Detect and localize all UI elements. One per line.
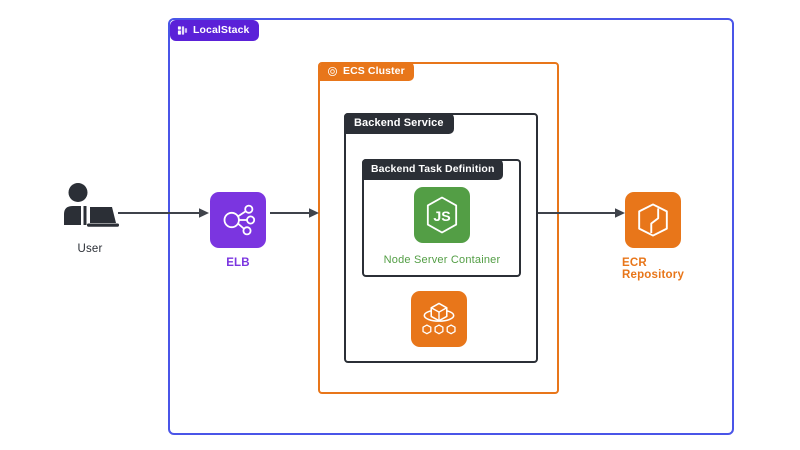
ecr-cube-icon <box>625 192 681 248</box>
ecs-cluster-icon <box>327 66 338 77</box>
arrow-user-to-elb <box>118 206 210 225</box>
user-laptop-icon <box>59 182 121 230</box>
localstack-label: LocalStack <box>193 24 250 37</box>
ecs-cluster-boundary <box>318 62 559 394</box>
node-ecs-task[interactable] <box>411 291 467 347</box>
node-user-label: User <box>77 243 103 255</box>
backend-service-badge: Backend Service <box>344 113 454 134</box>
task-definition-label: Backend Task Definition <box>371 163 495 175</box>
node-elb[interactable]: ELB <box>209 192 267 269</box>
localstack-badge: LocalStack <box>170 20 260 41</box>
node-elb-label: ELB <box>226 257 250 269</box>
arrow-elb-to-ecs-cluster <box>270 206 320 225</box>
localstack-boundary <box>168 18 734 435</box>
svg-text:JS: JS <box>433 209 450 225</box>
ecs-cluster-label: ECS Cluster <box>343 65 405 78</box>
load-balancer-icon <box>210 192 266 248</box>
task-definition-badge: Backend Task Definition <box>362 159 504 180</box>
node-server-container-label: Node Server Container <box>383 254 501 266</box>
node-user[interactable]: User <box>45 182 135 255</box>
localstack-icon <box>177 25 188 36</box>
nodejs-icon: JS <box>414 187 470 243</box>
arrow-backend-service-to-ecr <box>538 206 626 225</box>
ecs-container-icon <box>411 291 467 347</box>
node-ecr-repository[interactable]: ECR Repository <box>621 192 685 281</box>
node-server-container[interactable]: JS Node Server Container <box>384 187 500 266</box>
node-ecr-label: ECR Repository <box>621 257 685 281</box>
ecs-cluster-badge: ECS Cluster <box>320 62 414 81</box>
backend-service-label: Backend Service <box>354 117 444 129</box>
